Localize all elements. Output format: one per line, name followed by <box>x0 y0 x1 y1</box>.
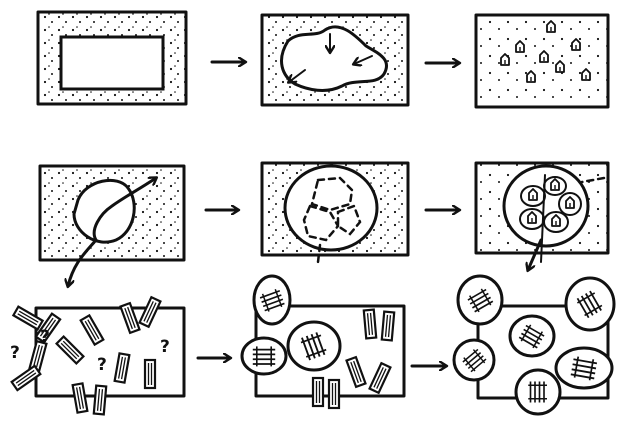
panel-grouped-clusters <box>240 274 406 410</box>
panel-rectangle-reserve <box>36 10 188 106</box>
question-mark: ? <box>97 355 107 375</box>
panel-dense-clusters <box>452 274 616 416</box>
panel-scattered-houses <box>474 13 610 109</box>
panel-scattered-fragments: ? ? ? ? <box>10 296 186 416</box>
panel-circle-crossed-by-arrow <box>38 164 186 286</box>
panel-subdivided-circle <box>260 161 410 264</box>
question-mark: ? <box>10 343 20 363</box>
panel-clustered-settlements <box>474 161 610 270</box>
panel-expanded-boundary <box>260 13 410 107</box>
question-mark: ? <box>40 327 50 347</box>
question-mark: ? <box>160 337 170 357</box>
